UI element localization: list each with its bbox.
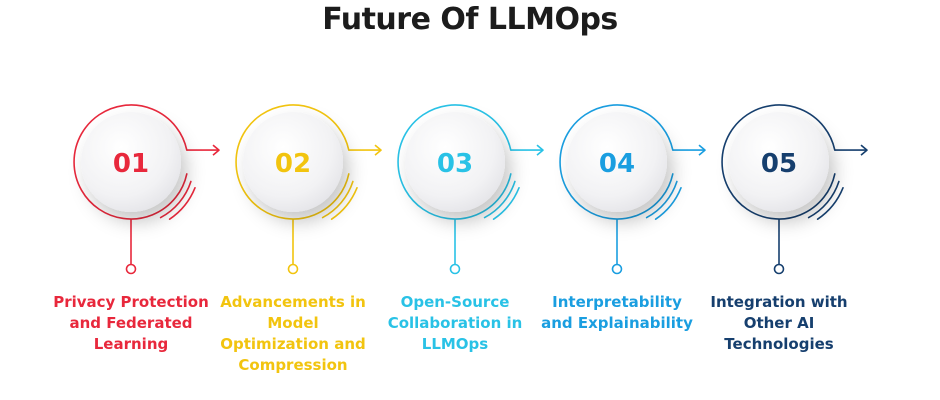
step-4-disc xyxy=(567,112,667,212)
step-4-accent-arc-outer xyxy=(654,187,682,220)
step-1-accent-arc xyxy=(159,180,192,219)
step-3-ring xyxy=(397,104,512,220)
step-4-node xyxy=(611,263,623,275)
step-4-accent-arc xyxy=(645,180,678,219)
step-3-number: 03 xyxy=(437,149,473,179)
step-3-accent-arc xyxy=(483,180,516,219)
step-3-arrow-icon xyxy=(536,144,544,156)
step-3-node xyxy=(449,263,461,275)
step-5-accent-arc-outer xyxy=(816,187,844,220)
step-1-disc xyxy=(81,112,181,212)
step-5-number: 05 xyxy=(761,149,797,179)
step-5-ring xyxy=(721,104,836,220)
step-5-arrow-icon xyxy=(860,144,868,156)
step-5-label: Integration with Other AI Technologies xyxy=(710,293,848,353)
step-4-number: 04 xyxy=(599,149,635,179)
step-3-accent-arc-outer xyxy=(492,187,520,220)
step-5-accent-arc xyxy=(807,180,840,219)
step-1-number: 01 xyxy=(113,149,149,179)
step-1-label: Privacy Protection and Federated Learnin… xyxy=(53,293,209,353)
step-3-disc xyxy=(405,112,505,212)
step-1-node xyxy=(125,263,137,275)
step-2-accent-arc-outer xyxy=(330,187,358,220)
step-5-disc xyxy=(729,112,829,212)
step-1-ring xyxy=(73,104,188,220)
step-3-label: Open-Source Collaboration in LLMOps xyxy=(387,293,523,353)
step-2-ring xyxy=(235,104,350,220)
step-4-label: Interpretability and Explainability xyxy=(541,293,693,332)
page-title: Future Of LLMOps xyxy=(322,2,618,37)
step-2-arrow-icon xyxy=(374,144,382,156)
step-2-node xyxy=(287,263,299,275)
step-2-disc xyxy=(243,112,343,212)
step-2-label: Advancements in Model Optimization and C… xyxy=(220,293,366,374)
step-5-node xyxy=(773,263,785,275)
step-4-arrow-icon xyxy=(698,144,706,156)
step-4-ring xyxy=(559,104,674,220)
step-1-accent-arc-outer xyxy=(168,187,196,220)
step-2-number: 02 xyxy=(275,149,311,179)
step-1-arrow-icon xyxy=(212,144,220,156)
step-2-accent-arc xyxy=(321,180,354,219)
